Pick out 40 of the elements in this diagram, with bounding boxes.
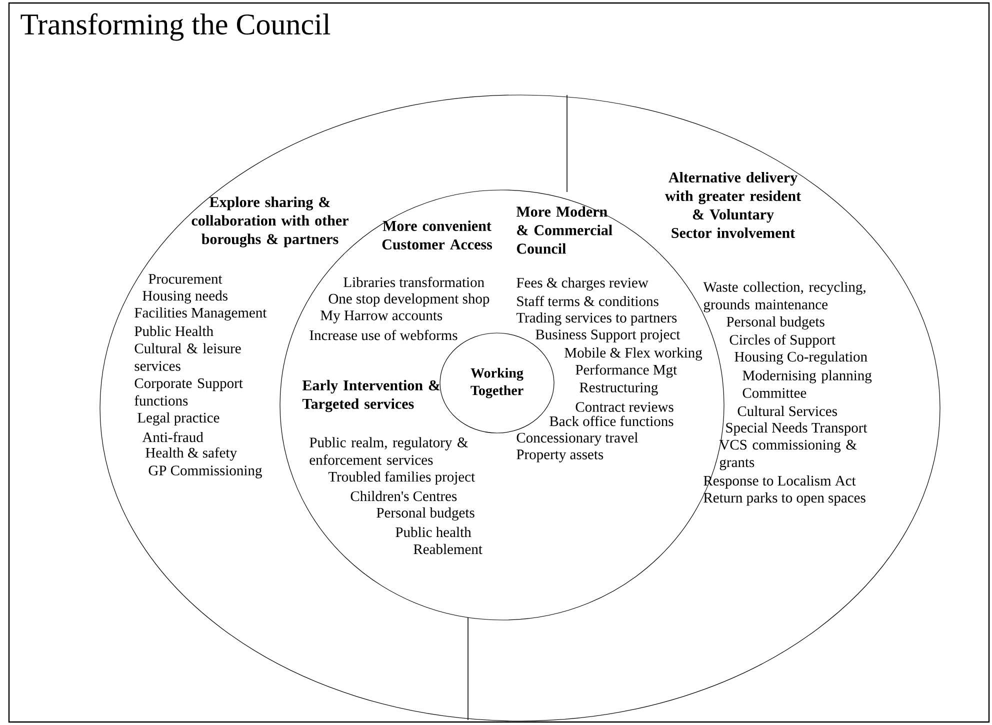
list-item: Trading services to partners xyxy=(516,312,677,326)
list-item: Housing Co-regulation xyxy=(734,351,868,365)
list-item: Public health xyxy=(396,526,472,538)
heading: More convenient Customer Access xyxy=(382,220,492,250)
list-item: Troubled families project xyxy=(328,471,475,485)
list-item: Libraries transformation xyxy=(344,276,484,288)
list-item: Performance Mgt xyxy=(576,364,677,378)
list-item: Property assets xyxy=(516,450,604,462)
list-item: Health & safety xyxy=(146,447,237,461)
list-item: Staff terms & conditions xyxy=(517,296,658,306)
heading: Alternative delivery with greater resident & Voluntary Sector involvement xyxy=(665,172,801,238)
list-item: Waste collection, recycling, grounds maintenance xyxy=(703,282,866,312)
list-item: Facilities Management xyxy=(134,307,267,321)
list-item: Personal budgets xyxy=(376,507,474,521)
ring-ellipse xyxy=(100,94,940,722)
list-item: Return parks to open spaces xyxy=(704,492,866,506)
list-item: Procurement xyxy=(148,274,222,284)
list-item: Contract reviews xyxy=(576,402,674,412)
list-item: Restructuring xyxy=(580,382,658,396)
list-item: Public Health xyxy=(134,326,214,336)
list-item: Cultural Services xyxy=(738,406,837,416)
list-item: Personal budgets xyxy=(726,316,824,330)
list-item: Anti-fraud xyxy=(142,432,204,442)
list-item: Special Needs Transport xyxy=(726,422,868,436)
list-item: Reablement xyxy=(414,544,482,554)
list-item: Circles of Support xyxy=(730,334,836,348)
list-item: Fees & charges review xyxy=(516,277,648,291)
list-item: Children's Centres xyxy=(350,490,457,502)
list-item: My Harrow accounts xyxy=(320,310,442,324)
list-item: GP Commissioning xyxy=(148,466,262,478)
heading: Explore sharing & collaboration with other boroughs & partners xyxy=(192,196,348,248)
title: Transforming the Council xyxy=(20,13,330,41)
list-item: Housing needs xyxy=(142,290,228,304)
list-item: Cultural & leisure services xyxy=(134,343,241,371)
list-item: Public realm, regulatory & enforcement services xyxy=(310,437,468,465)
list-item: Modernising planning Committee xyxy=(742,370,872,398)
list-item: Concessionary travel xyxy=(516,432,638,446)
list-item: Legal practice xyxy=(138,412,220,426)
list-item: Corporate Support functions xyxy=(134,378,243,406)
list-item: One stop development shop xyxy=(328,293,490,307)
